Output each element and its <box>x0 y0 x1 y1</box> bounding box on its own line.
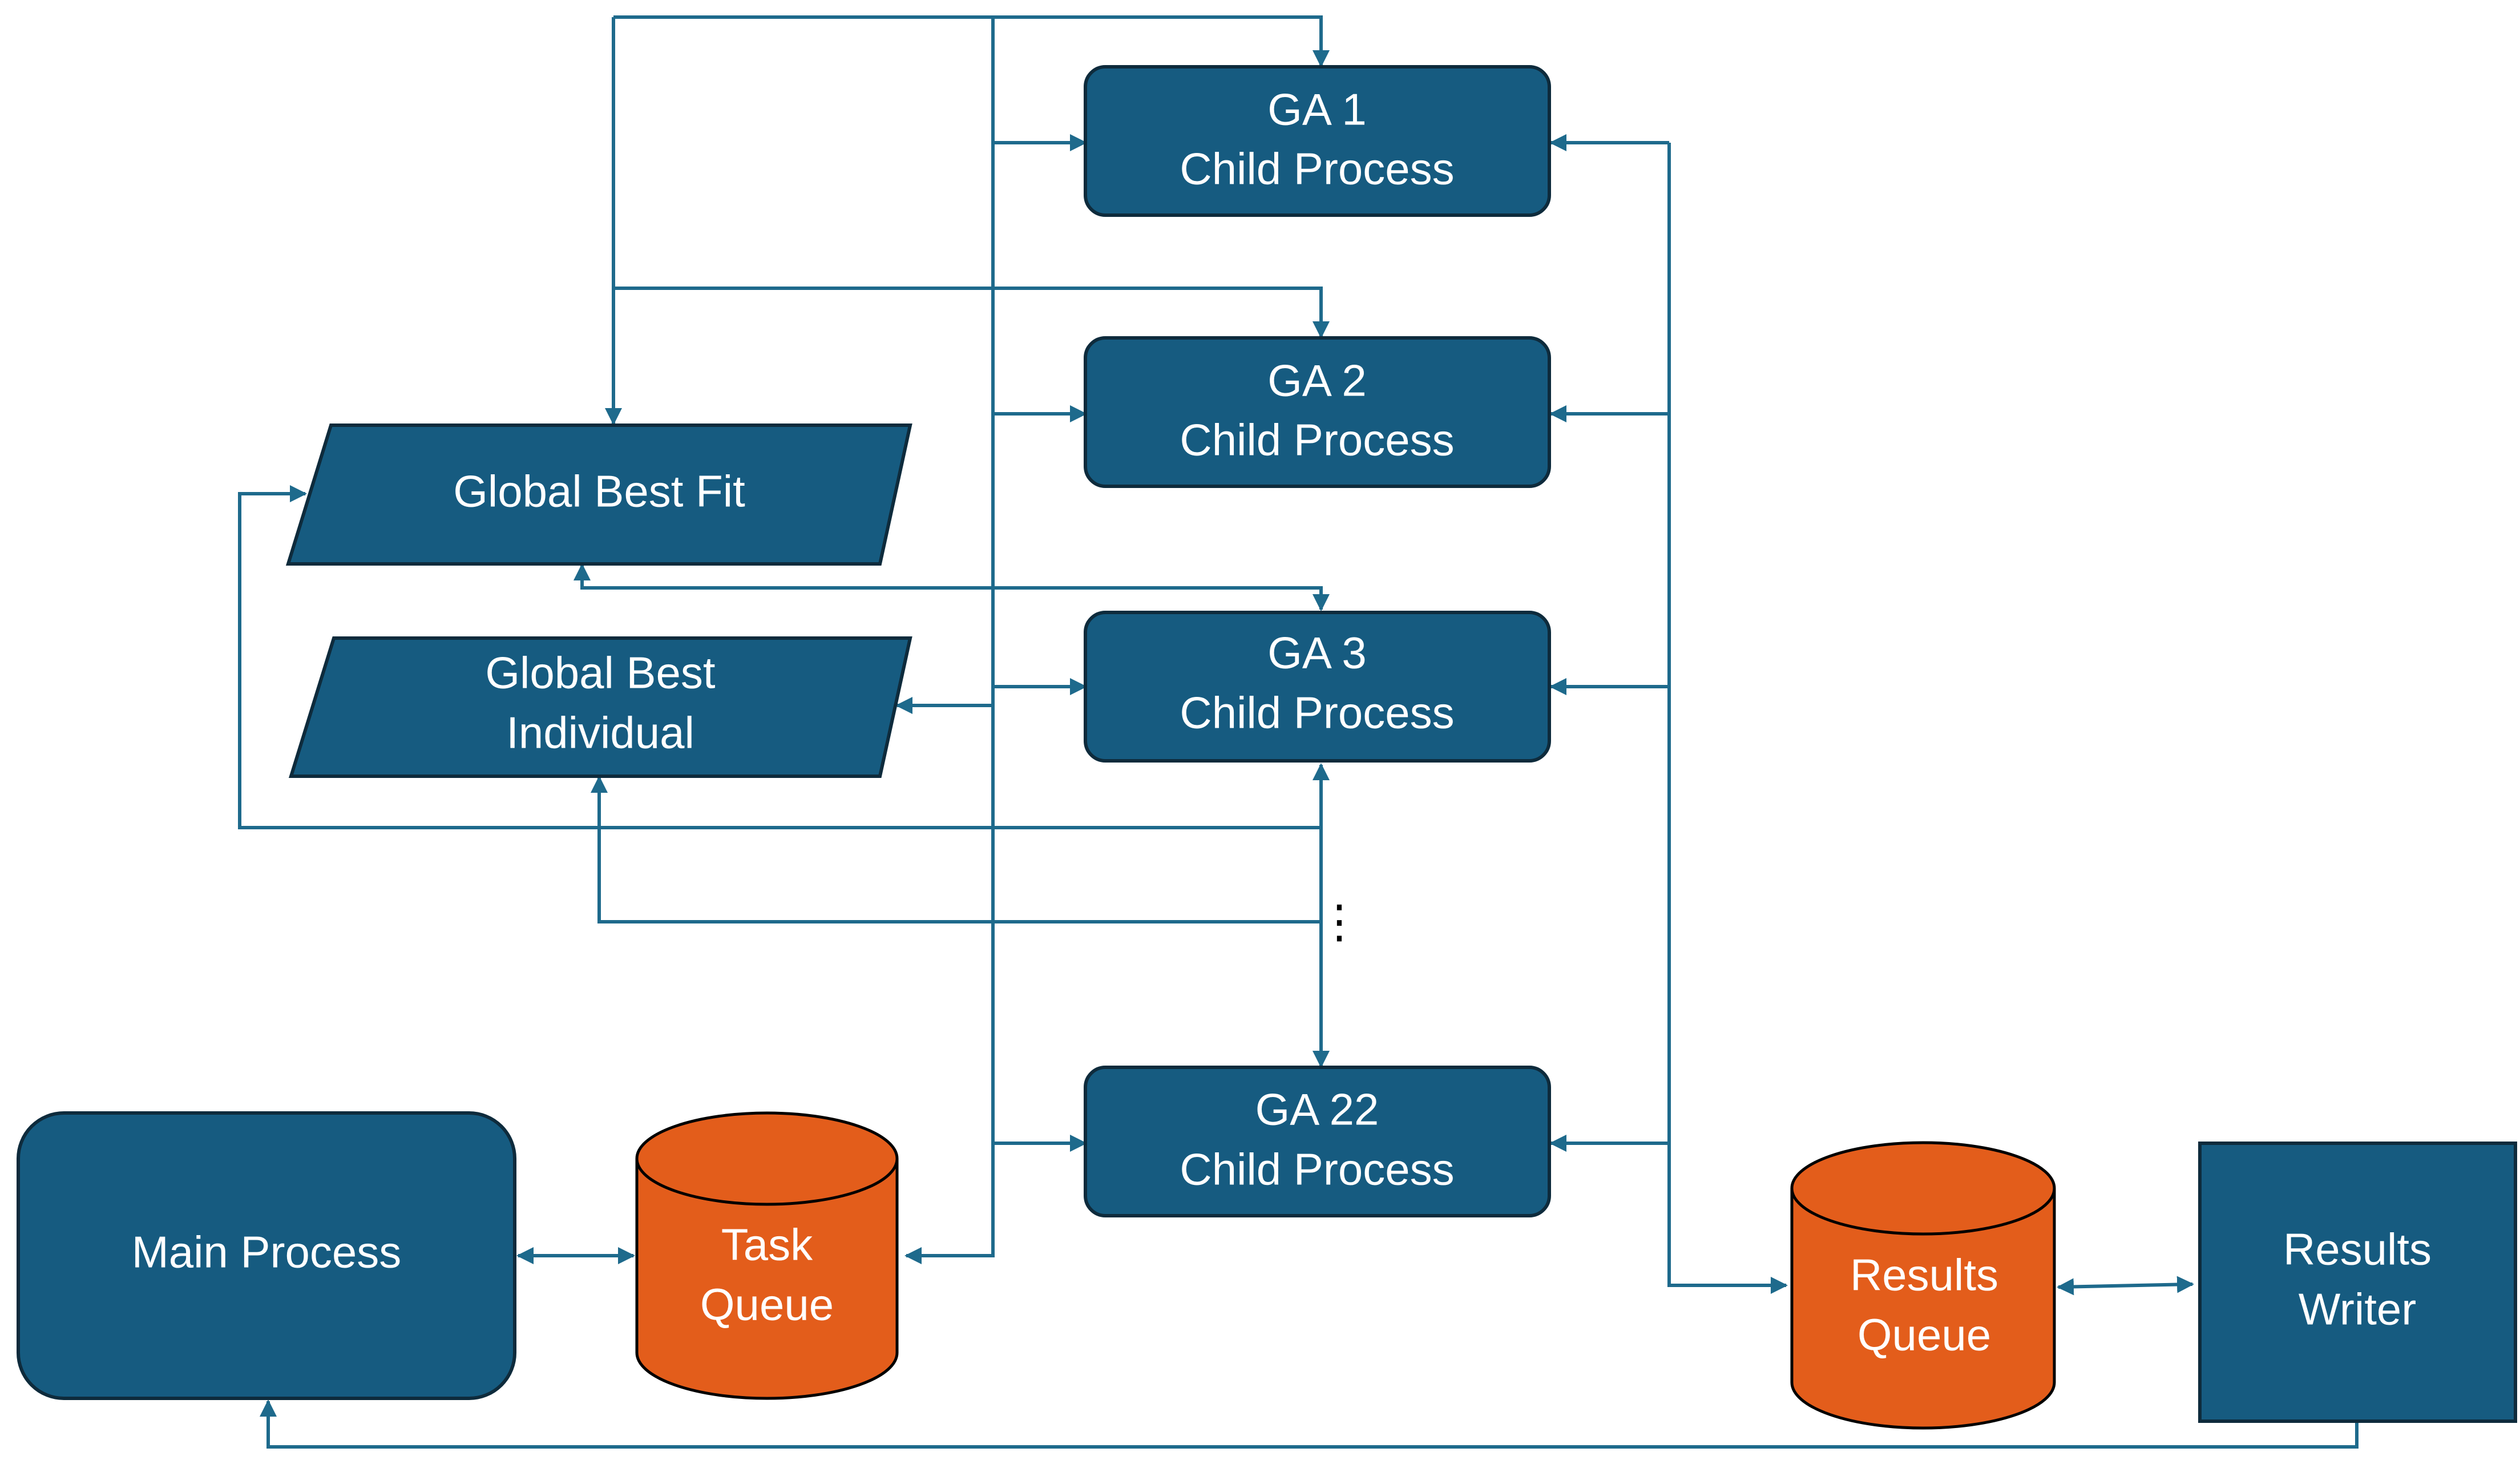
ga2-line1: GA 2 <box>1267 356 1366 406</box>
global-best-individual-line2: Individual <box>506 708 694 758</box>
edge-loop-global-best-individual <box>591 776 1321 923</box>
edge-loop-global-best-fit <box>238 485 1321 829</box>
ga3-line1: GA 3 <box>1267 628 1366 678</box>
global-best-individual-line1: Global Best <box>485 648 716 698</box>
ga1-line2: Child Process <box>1180 144 1454 194</box>
edge-top-to-ga1 <box>613 15 1330 67</box>
main-process-label: Main Process <box>132 1227 402 1277</box>
ga3-line2: Child Process <box>1180 688 1454 738</box>
results-queue-line2: Queue <box>1857 1310 1991 1360</box>
edge-global-best-fit-ga3 <box>574 563 1330 611</box>
ga2-line2: Child Process <box>1180 415 1454 465</box>
edge-right-trunk <box>1667 143 1788 1294</box>
ga1-line1: GA 1 <box>1267 84 1366 135</box>
more-processes-ellipsis: ⋮ <box>1316 895 1362 948</box>
ga2-child-process[interactable]: GA 2 Child Process <box>1084 336 1551 488</box>
ga1-child-process[interactable]: GA 1 Child Process <box>1084 65 1551 217</box>
connector-lines <box>238 15 2359 1449</box>
task-queue-line1: Task <box>721 1220 813 1270</box>
ga22-child-process[interactable]: GA 22 Child Process <box>1084 1066 1551 1217</box>
results-writer-line1: Results <box>2283 1224 2432 1275</box>
results-writer[interactable]: Results Writer <box>2198 1142 2517 1423</box>
edge-writer-to-main <box>260 1399 2359 1449</box>
edge-to-ga2-top <box>613 287 1330 338</box>
results-writer-line2: Writer <box>2299 1284 2417 1334</box>
edge-resultsqueue-writer <box>2057 1276 2194 1296</box>
ga22-line1: GA 22 <box>1255 1084 1379 1135</box>
edge-trunk-taskqueue <box>904 17 995 1264</box>
results-queue[interactable]: Results Queue <box>1790 1141 2056 1430</box>
global-best-fit[interactable]: Global Best Fit <box>285 424 912 566</box>
ga22-line2: Child Process <box>1180 1144 1454 1195</box>
ga3-child-process[interactable]: GA 3 Child Process <box>1084 611 1551 763</box>
global-best-individual[interactable]: Global Best Individual <box>288 636 912 778</box>
task-queue-line2: Queue <box>700 1280 834 1330</box>
task-queue[interactable]: Task Queue <box>635 1111 899 1400</box>
main-process[interactable]: Main Process <box>17 1111 516 1400</box>
global-best-fit-label: Global Best Fit <box>453 466 745 517</box>
results-queue-line1: Results <box>1850 1250 1998 1300</box>
